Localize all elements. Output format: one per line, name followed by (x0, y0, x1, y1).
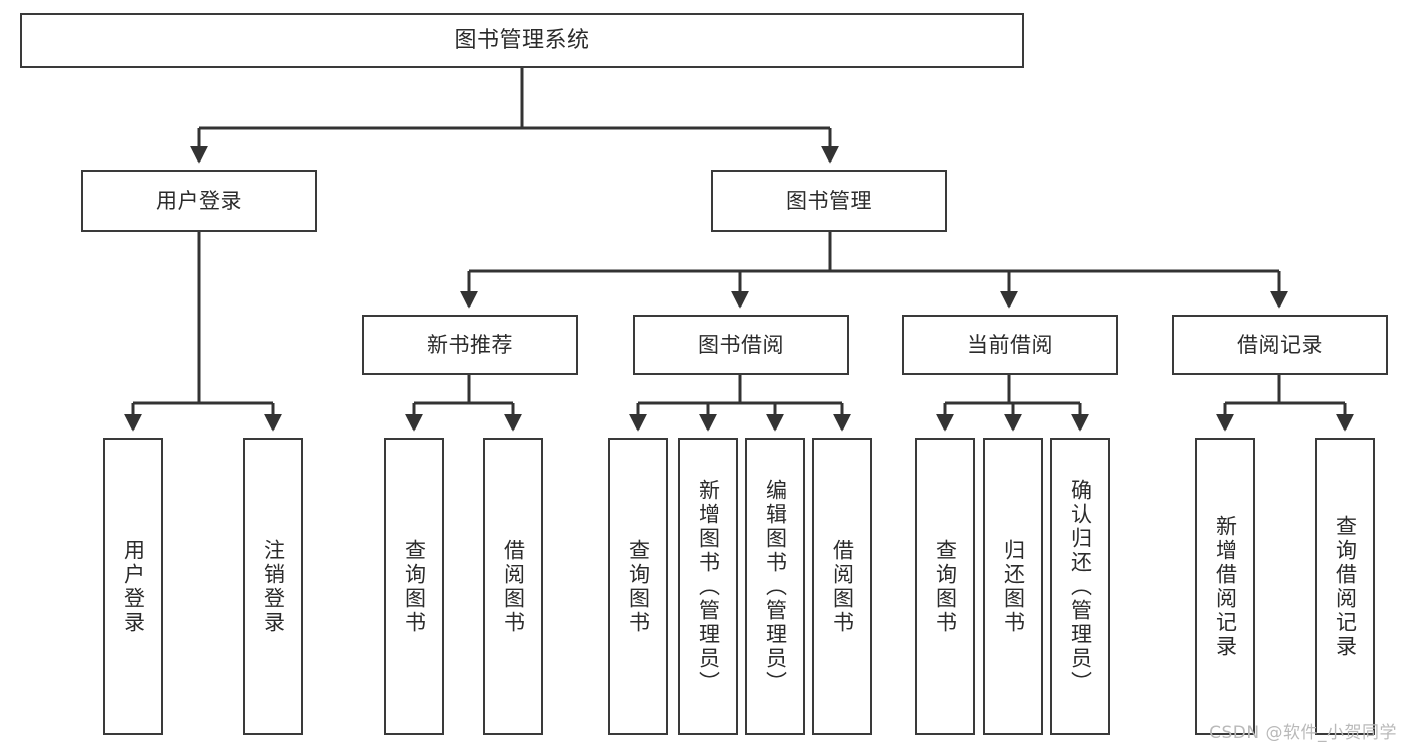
node-label: 编辑图书（管理员） (763, 478, 788, 695)
node-borrow-record[interactable]: 借阅记录 (1172, 315, 1388, 375)
node-label: 当前借阅 (967, 332, 1053, 357)
node-label: 查询图书 (402, 538, 427, 635)
leaf-record-add-record[interactable]: 新增借阅记录 (1195, 438, 1255, 735)
leaf-newbook-query-book[interactable]: 查询图书 (384, 438, 444, 735)
node-label: 确认归还（管理员） (1068, 478, 1093, 695)
leaf-newbook-borrow-book[interactable]: 借阅图书 (483, 438, 543, 735)
node-book-borrow[interactable]: 图书借阅 (633, 315, 849, 375)
node-label: 新增借阅记录 (1213, 514, 1238, 659)
leaf-current-confirm-return-admin[interactable]: 确认归还（管理员） (1050, 438, 1110, 735)
node-label: 注销登录 (261, 538, 286, 635)
node-label: 图书管理 (786, 188, 872, 213)
node-label: 新书推荐 (427, 332, 513, 357)
node-label: 查询图书 (933, 538, 958, 635)
leaf-user-login[interactable]: 用户登录 (103, 438, 163, 735)
node-label: 用户登录 (121, 538, 146, 635)
node-book-management[interactable]: 图书管理 (711, 170, 947, 232)
leaf-current-query-book[interactable]: 查询图书 (915, 438, 975, 735)
node-label: 用户登录 (156, 188, 242, 213)
leaf-borrow-edit-book-admin[interactable]: 编辑图书（管理员） (745, 438, 805, 735)
leaf-record-query-record[interactable]: 查询借阅记录 (1315, 438, 1375, 735)
node-label: 借阅图书 (830, 538, 855, 635)
node-label: 归还图书 (1001, 538, 1026, 635)
node-root-system[interactable]: 图书管理系统 (20, 13, 1024, 68)
node-label: 借阅记录 (1237, 332, 1323, 357)
node-label: 图书管理系统 (454, 27, 590, 53)
node-current-borrow[interactable]: 当前借阅 (902, 315, 1118, 375)
node-label: 新增图书（管理员） (696, 478, 721, 695)
leaf-borrow-query-book[interactable]: 查询图书 (608, 438, 668, 735)
leaf-borrow-add-book-admin[interactable]: 新增图书（管理员） (678, 438, 738, 735)
leaf-current-return-book[interactable]: 归还图书 (983, 438, 1043, 735)
node-new-book-recommend[interactable]: 新书推荐 (362, 315, 578, 375)
node-user-login[interactable]: 用户登录 (81, 170, 317, 232)
leaf-user-logout[interactable]: 注销登录 (243, 438, 303, 735)
leaf-borrow-borrow-book[interactable]: 借阅图书 (812, 438, 872, 735)
node-label: 借阅图书 (501, 538, 526, 635)
node-label: 图书借阅 (698, 332, 784, 357)
node-label: 查询借阅记录 (1333, 514, 1358, 659)
node-label: 查询图书 (626, 538, 651, 635)
